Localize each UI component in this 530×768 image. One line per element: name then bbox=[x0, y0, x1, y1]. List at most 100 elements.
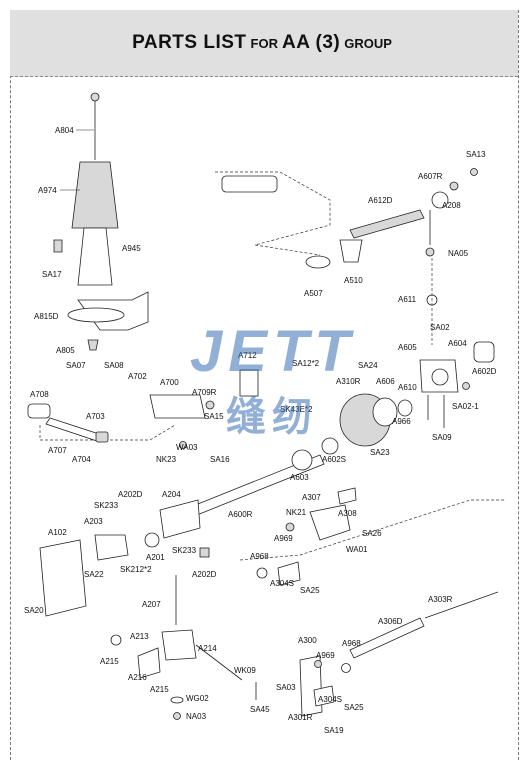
label-a215-low: A215 bbox=[150, 685, 169, 694]
label-a600r: A600R bbox=[228, 510, 253, 519]
label-a208: A208 bbox=[442, 201, 461, 210]
label-a308: A308 bbox=[338, 509, 357, 518]
screw-sa17 bbox=[53, 239, 63, 253]
washer-a968 bbox=[256, 567, 268, 579]
label-a203: A203 bbox=[84, 517, 103, 526]
label-a703: A703 bbox=[86, 412, 105, 421]
washer-a607r bbox=[449, 181, 459, 191]
screw-a202d bbox=[199, 547, 210, 558]
rod-cap bbox=[90, 92, 100, 102]
rod-a214 bbox=[195, 644, 243, 681]
right-hub-group bbox=[339, 341, 495, 447]
base-plate-a815d bbox=[67, 307, 125, 323]
label-a300: A300 bbox=[298, 636, 317, 645]
label-a603: A603 bbox=[290, 473, 309, 482]
washer-wg02 bbox=[170, 696, 184, 704]
pin-a307 bbox=[337, 487, 357, 505]
label-sa45: SA45 bbox=[250, 705, 270, 714]
label-sa09: SA09 bbox=[432, 433, 452, 442]
label-a969-mid: A969 bbox=[274, 534, 293, 543]
watermark-subtext: 缝纫 bbox=[226, 394, 318, 440]
label-a702: A702 bbox=[128, 372, 147, 381]
title-parts-list: PARTS LIST bbox=[132, 32, 247, 53]
label-a102: A102 bbox=[48, 528, 67, 537]
label-sa24: SA24 bbox=[358, 361, 378, 370]
right-border bbox=[518, 10, 519, 760]
label-sa16: SA16 bbox=[210, 455, 230, 464]
label-wk09: WK09 bbox=[234, 666, 256, 675]
washer-a201 bbox=[144, 532, 160, 548]
label-sa13: SA13 bbox=[466, 150, 486, 159]
label-a304s-mid: A304S bbox=[270, 579, 294, 588]
screw-sa15 bbox=[205, 400, 215, 410]
label-a207: A207 bbox=[142, 600, 161, 609]
label-sa19: SA19 bbox=[324, 726, 344, 735]
label-sa03: SA03 bbox=[276, 683, 296, 692]
title-for: FOR bbox=[250, 35, 278, 51]
pin-a704 bbox=[95, 431, 109, 443]
label-sa26: SA26 bbox=[362, 529, 382, 538]
collar-a603 bbox=[291, 449, 313, 471]
label-a602d: A602D bbox=[472, 367, 497, 376]
label-a216: A216 bbox=[128, 673, 147, 682]
label-sa02-1: SA02-1 bbox=[452, 402, 479, 411]
block-a204 bbox=[159, 499, 201, 539]
label-a607r: A607R bbox=[418, 172, 443, 181]
left-slide-group bbox=[27, 369, 259, 449]
label-wa03: WA03 bbox=[176, 443, 198, 452]
washer-wa03 bbox=[179, 441, 187, 449]
label-a605: A605 bbox=[398, 343, 417, 352]
spring-a216 bbox=[137, 647, 161, 679]
ring-a610 bbox=[397, 399, 413, 417]
label-a201: A201 bbox=[146, 553, 165, 562]
screw-sa13 bbox=[470, 168, 478, 176]
collar-a602s bbox=[321, 437, 339, 455]
label-sa23: SA23 bbox=[370, 448, 390, 457]
label-wg02: WG02 bbox=[186, 694, 209, 703]
spring-a969 bbox=[285, 522, 295, 532]
label-a202d-top: A202D bbox=[118, 490, 143, 499]
label-a815d: A815D bbox=[34, 312, 59, 321]
main-shaft-group bbox=[94, 437, 339, 561]
block-a304s-low bbox=[313, 685, 335, 707]
label-a707: A707 bbox=[48, 446, 67, 455]
label-a945: A945 bbox=[122, 244, 141, 253]
title-group: GROUP bbox=[344, 35, 392, 51]
label-a301r: A301R bbox=[288, 713, 313, 722]
label-sa17: SA17 bbox=[42, 270, 62, 279]
label-a303r: A303R bbox=[428, 595, 453, 604]
label-a606: A606 bbox=[376, 377, 395, 386]
roller-a507 bbox=[305, 255, 331, 269]
label-a213: A213 bbox=[130, 632, 149, 641]
label-sa02: SA02 bbox=[430, 323, 450, 332]
label-na03: NA03 bbox=[186, 712, 207, 721]
bracket-a700 bbox=[149, 394, 206, 419]
watermark-logo: JETT 缝纫 bbox=[190, 318, 390, 448]
label-wa01: WA01 bbox=[346, 545, 368, 554]
spool-stand-group bbox=[53, 92, 149, 351]
bottom-group bbox=[39, 539, 351, 720]
label-a304s-low: A304S bbox=[318, 695, 342, 704]
label-a804: A804 bbox=[55, 126, 74, 135]
hub-a606 bbox=[372, 397, 398, 427]
pin-a708 bbox=[27, 403, 51, 419]
label-a968-low: A968 bbox=[342, 639, 361, 648]
label-sa15: SA15 bbox=[204, 412, 224, 421]
block-a304s bbox=[277, 561, 301, 586]
lever-a612d bbox=[349, 209, 425, 239]
left-border bbox=[10, 10, 11, 760]
label-sa22: SA22 bbox=[84, 570, 104, 579]
label-sk212x2: SK212*2 bbox=[120, 565, 152, 574]
label-sk43ex2: SK43E*2 bbox=[280, 405, 313, 414]
label-a610: A610 bbox=[398, 383, 417, 392]
link-block bbox=[221, 175, 278, 193]
label-a202d-mid: A202D bbox=[192, 570, 217, 579]
label-a204: A204 bbox=[162, 490, 181, 499]
nut-na03 bbox=[173, 712, 181, 720]
nut-na05 bbox=[425, 247, 435, 257]
label-a306d: A306D bbox=[378, 617, 403, 626]
label-a307: A307 bbox=[302, 493, 321, 502]
label-nk23: NK23 bbox=[156, 455, 177, 464]
nut-a805 bbox=[87, 339, 99, 351]
